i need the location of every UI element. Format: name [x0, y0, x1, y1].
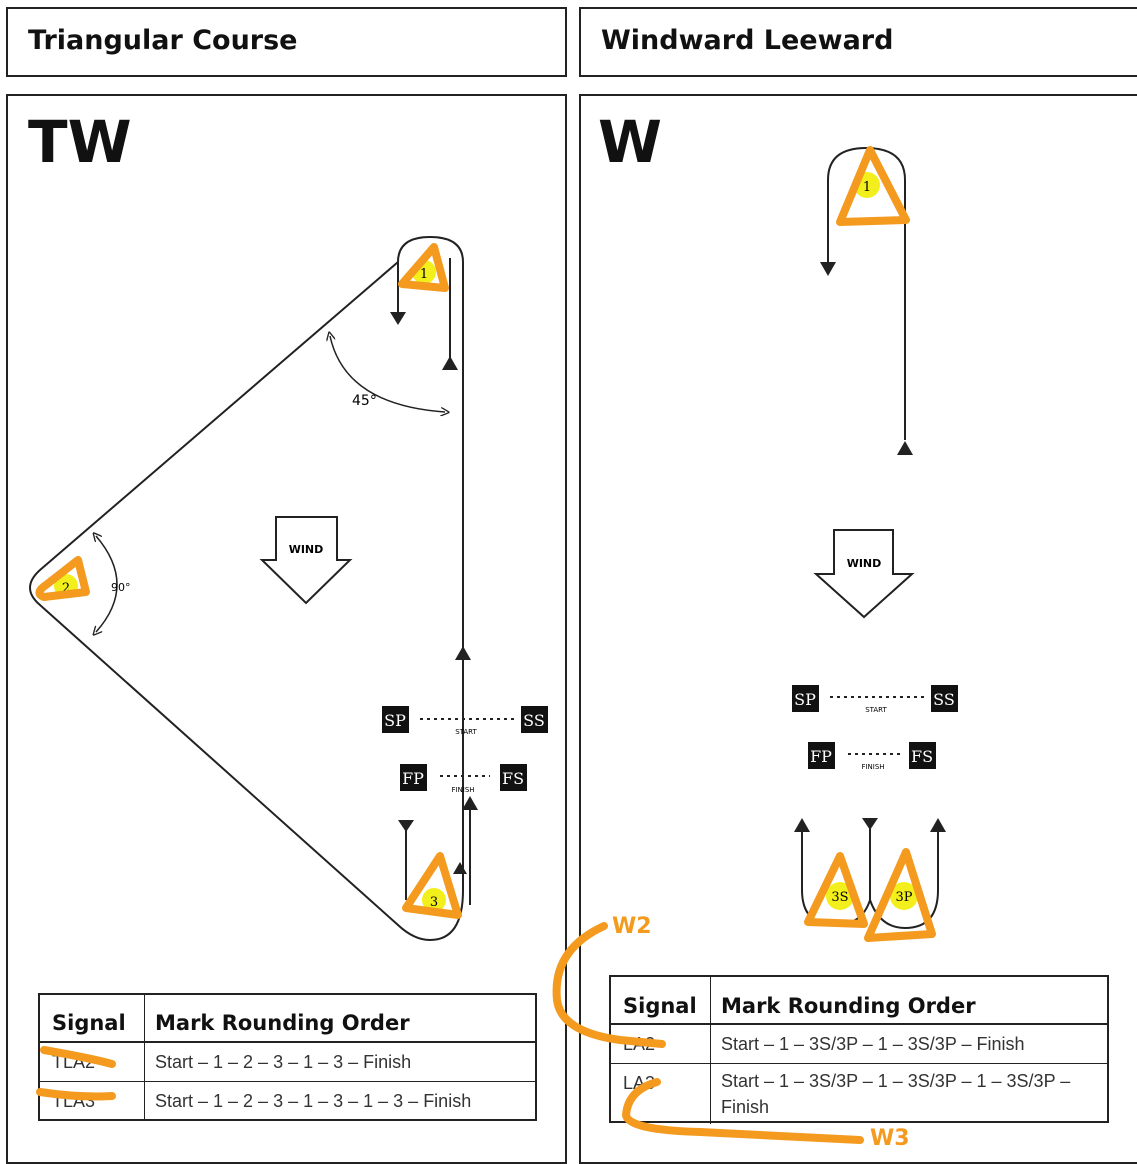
wind-label-tw: WIND [289, 543, 324, 556]
mark-1-label: 1 [420, 267, 428, 282]
mark-3p-label: 3P [895, 890, 912, 905]
signal-cell: TLA2 [40, 1043, 145, 1081]
finish-pin-tw [400, 764, 427, 791]
course-code-tw: TW [28, 108, 132, 176]
start-boat-tw [521, 706, 548, 733]
finish-pin-label: FP [810, 747, 832, 766]
wind-label-w: WIND [847, 557, 882, 570]
header-windward-leeward: Windward Leeward [579, 7, 1137, 77]
w-arrowheads [794, 262, 946, 832]
start-line-label: START [455, 728, 477, 736]
signal-table-tw: Signal Mark Rounding Order TLA2 Start – … [38, 993, 537, 1121]
finish-boat-w [909, 742, 936, 769]
order-cell: Start – 1 – 2 – 3 – 1 – 3 – 1 – 3 – Fini… [155, 1091, 472, 1111]
table-row: TLA3 Start – 1 – 2 – 3 – 1 – 3 – 1 – 3 –… [40, 1081, 535, 1120]
wind-arrow-w [813, 529, 915, 619]
finish-pin-label: FP [402, 769, 424, 788]
col-signal-header: Signal [611, 977, 711, 1023]
mark-1-label: 1 [863, 180, 871, 195]
start-boat-w [931, 685, 958, 712]
finish-boat-label: FS [502, 769, 524, 788]
mark-2-label: 2 [62, 581, 70, 596]
start-pin-label: SP [384, 711, 406, 730]
annotation-w3: W3 [870, 1126, 910, 1151]
order-cell: Start – 1 – 3S/3P – 1 – 3S/3P – 1 – 3S/3… [721, 1071, 1071, 1117]
angle-45-label: 45° [352, 393, 377, 409]
start-boat-label: SS [933, 690, 955, 709]
signal-cell: TLA3 [40, 1082, 145, 1120]
annotation-w2: W2 [612, 914, 652, 939]
finish-line-label: FINISH [451, 786, 474, 794]
start-pin-w [792, 685, 819, 712]
angle-90-arc [96, 536, 118, 632]
finish-boat-label: FS [911, 747, 933, 766]
tw-course-path [29, 235, 471, 942]
finish-boat-tw [500, 764, 527, 791]
order-cell: Start – 1 – 2 – 3 – 1 – 3 – Finish [155, 1052, 412, 1072]
col-order-header: Mark Rounding Order [721, 994, 976, 1018]
header-title: Windward Leeward [601, 25, 894, 56]
angle-45-arc [330, 336, 445, 412]
start-pin-tw [382, 706, 409, 733]
start-boat-label: SS [523, 711, 545, 730]
table-row: LA3 Start – 1 – 3S/3P – 1 – 3S/3P – 1 – … [611, 1063, 1107, 1124]
col-signal-header: Signal [40, 995, 145, 1041]
course-code-w: W [598, 108, 662, 176]
angle-90-label: 90° [111, 581, 131, 594]
col-order-header: Mark Rounding Order [155, 1011, 410, 1035]
table-row: TLA2 Start – 1 – 2 – 3 – 1 – 3 – Finish [40, 1042, 535, 1081]
mark-3s-label: 3S [831, 890, 848, 905]
finish-line-label: FINISH [861, 763, 884, 771]
header-triangular-course: Triangular Course [6, 7, 567, 77]
signal-cell: LA2 [611, 1025, 711, 1063]
signal-table-w: Signal Mark Rounding Order LA2 Start – 1… [609, 975, 1109, 1124]
start-pin-label: SP [794, 690, 816, 709]
signal-cell: LA3 [611, 1064, 711, 1124]
mark-3-label: 3 [430, 895, 438, 910]
finish-pin-w [808, 742, 835, 769]
table-row: LA2 Start – 1 – 3S/3P – 1 – 3S/3P – Fini… [611, 1024, 1107, 1063]
wind-arrow-tw [259, 516, 353, 605]
start-line-label: START [865, 706, 887, 714]
header-title: Triangular Course [28, 25, 298, 56]
order-cell: Start – 1 – 3S/3P – 1 – 3S/3P – Finish [721, 1034, 1025, 1054]
